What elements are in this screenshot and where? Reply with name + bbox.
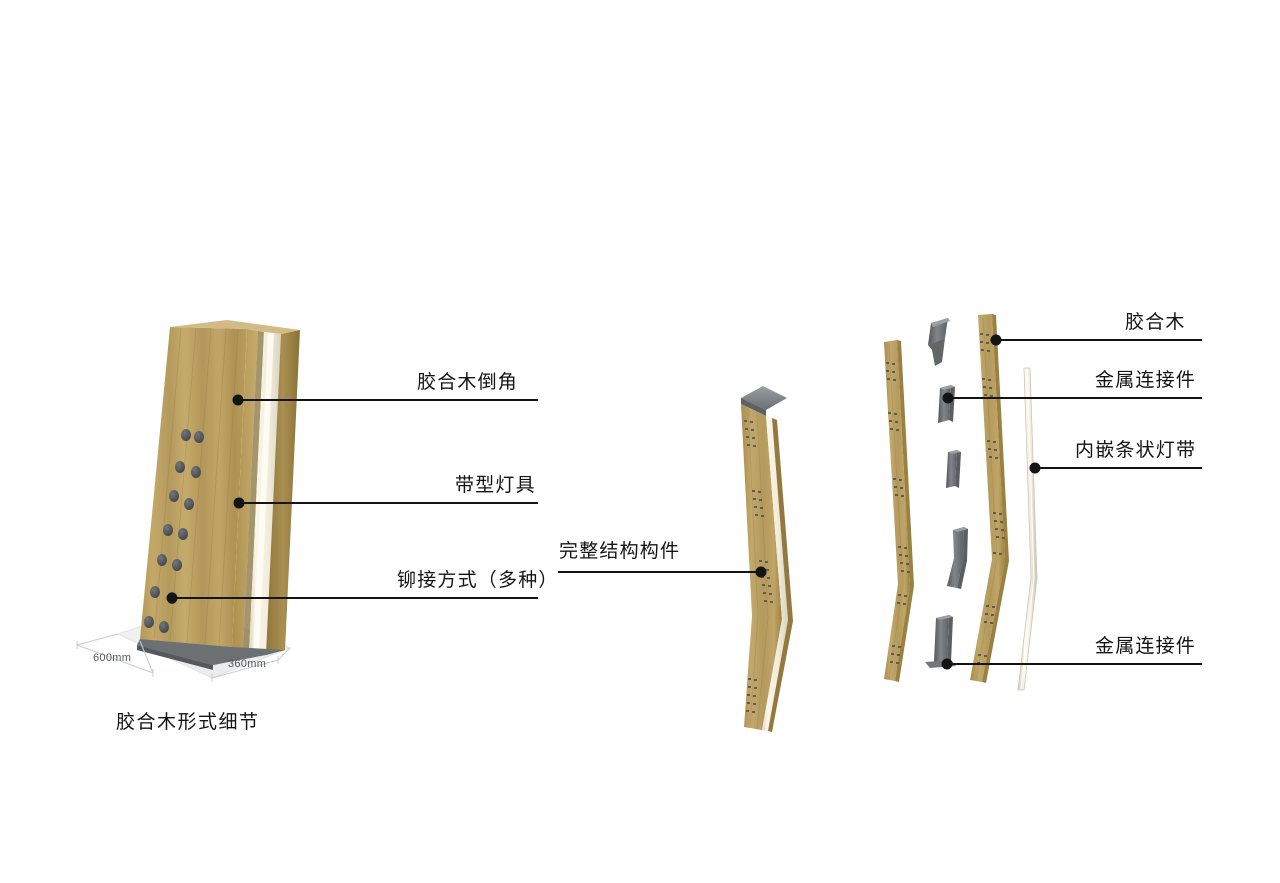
metal-connector-5 xyxy=(925,615,956,668)
member-light-groove xyxy=(762,416,788,731)
leader-connector-bottom xyxy=(941,658,1202,670)
label-metal-connector-top: 金属连接件 xyxy=(1095,370,1197,391)
glulam-chamfer-strip xyxy=(232,329,258,651)
wood-grain-lines xyxy=(153,327,239,647)
leader-lines xyxy=(166,334,1202,670)
member-top-metal-cap xyxy=(741,386,787,410)
label-glulam: 胶合木 xyxy=(1125,312,1186,333)
glulam-top-end xyxy=(170,320,300,334)
metal-connector-1 xyxy=(928,318,950,366)
glulam-plank-right xyxy=(970,314,1009,683)
label-glulam-chamfer: 胶合木倒角 xyxy=(417,372,519,393)
label-embedded-led-strip: 内嵌条状灯带 xyxy=(1075,440,1197,461)
led-light-band-highlight xyxy=(253,332,274,654)
member-top-metal-cap-side xyxy=(741,398,766,416)
embedded-led-strip xyxy=(1017,367,1038,691)
dimension-width-600mm: 600mm xyxy=(93,652,132,664)
leader-rivet xyxy=(166,592,538,604)
dimension-lines xyxy=(76,633,291,682)
middle-assembled-member-illustration xyxy=(741,386,793,732)
member-bolt-marks xyxy=(744,420,773,713)
figure-caption-left: 胶合木形式细节 xyxy=(116,712,260,733)
recess-shadow xyxy=(243,331,264,652)
leader-whole-member xyxy=(558,566,767,578)
label-rivet-method: 铆接方式（多种） xyxy=(397,570,559,591)
metal-connector-2 xyxy=(938,385,955,423)
metal-connector-3 xyxy=(946,450,961,488)
leader-glulam xyxy=(990,334,1202,346)
leader-led-strip xyxy=(1029,462,1202,474)
label-complete-structural-member: 完整结构构件 xyxy=(559,541,681,562)
metal-connector-4 xyxy=(947,527,968,589)
right-exploded-assembly-illustration xyxy=(884,314,1038,691)
member-right-edge xyxy=(768,418,793,732)
rivet-pattern xyxy=(144,429,204,633)
leader-chamfer xyxy=(232,394,538,406)
label-strip-lighting: 带型灯具 xyxy=(455,475,536,496)
label-metal-connector-bottom: 金属连接件 xyxy=(1095,636,1197,657)
leader-connector-top xyxy=(942,392,1202,404)
leader-light xyxy=(233,497,538,509)
left-glulam-column-illustration xyxy=(76,320,300,682)
member-grain xyxy=(747,407,769,730)
glulam-right-side-face xyxy=(266,330,300,655)
glulam-plank-left xyxy=(884,340,914,682)
base-plate-edge xyxy=(137,645,213,670)
base-plate xyxy=(137,639,285,665)
glulam-front-face xyxy=(140,327,247,647)
dimension-depth-360mm: 360mm xyxy=(228,658,267,670)
